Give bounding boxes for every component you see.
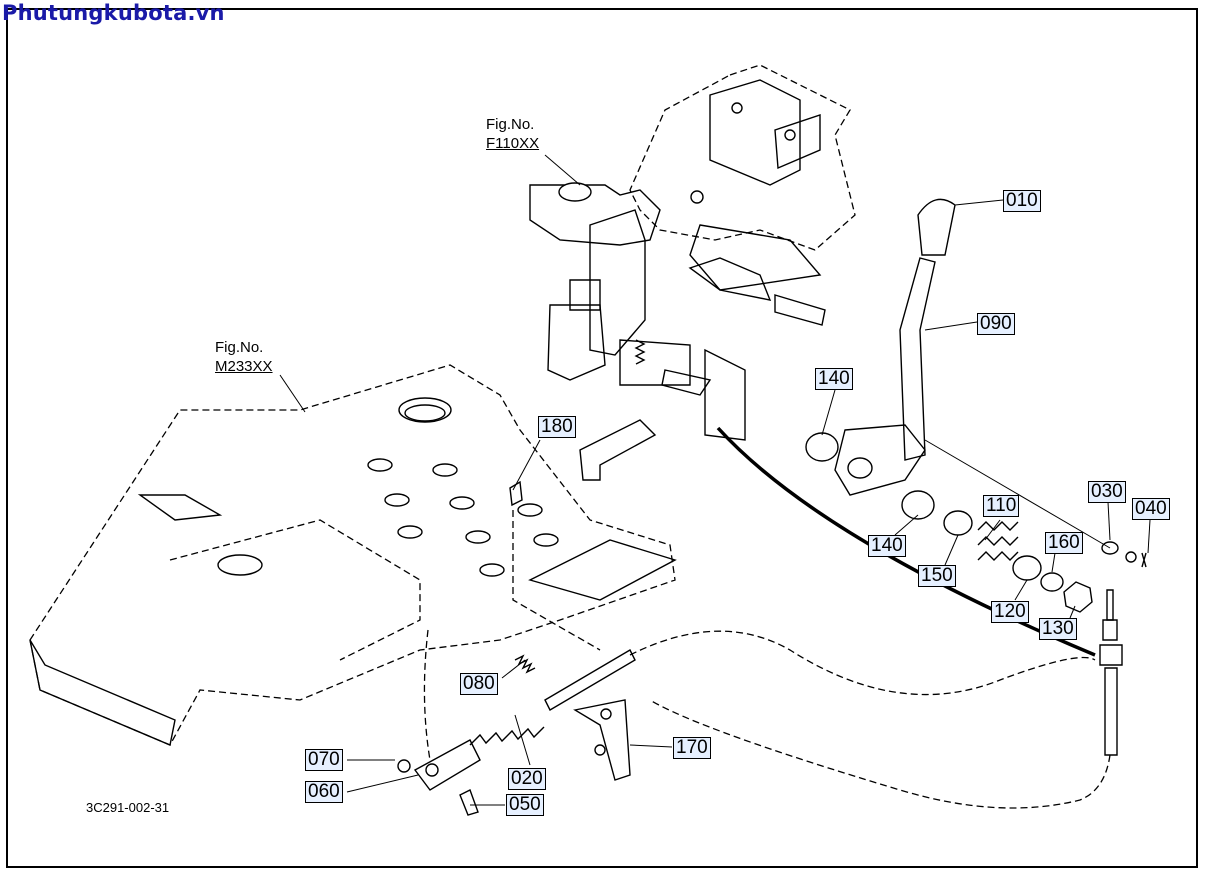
callout-050[interactable]: 050 (506, 794, 544, 816)
callout-110[interactable]: 110 (983, 495, 1020, 517)
callout-130[interactable]: 130 (1039, 618, 1077, 640)
fig-ref-number: M233XX (215, 358, 273, 375)
callout-040[interactable]: 040 (1132, 498, 1170, 520)
callout-010[interactable]: 010 (1003, 190, 1041, 212)
callout-080[interactable]: 080 (460, 673, 498, 695)
drawing-frame (6, 8, 1198, 868)
fig-ref-label: Fig.No. (486, 116, 535, 133)
callout-180[interactable]: 180 (538, 416, 576, 438)
control-cable (397, 426, 1123, 816)
callout-140-upper[interactable]: 140 (815, 368, 853, 390)
drawing-number: 3C291-002-31 (86, 800, 170, 815)
callout-150[interactable]: 150 (918, 565, 956, 587)
upper-bracket (629, 64, 856, 326)
pedal-bracket (529, 182, 746, 481)
callout-140-lower[interactable]: 140 (868, 535, 906, 557)
fig-ref-number: F110XX (486, 135, 540, 152)
callout-160[interactable]: 160 (1045, 532, 1083, 554)
callout-120[interactable]: 120 (991, 601, 1029, 623)
fig-ref-label: Fig.No. (215, 339, 264, 356)
fig-ref-f110xx: Fig.No. F110XX (486, 115, 539, 153)
floor-panel (29, 364, 677, 746)
callout-060[interactable]: 060 (305, 781, 343, 803)
hand-lever (805, 198, 1147, 613)
leader-lines (279, 154, 1151, 806)
site-watermark: Phutungkubota.vn (2, 1, 225, 25)
fig-ref-m233xx: Fig.No. M233XX (215, 338, 273, 376)
callout-020[interactable]: 020 (508, 768, 546, 790)
callout-070[interactable]: 070 (305, 749, 343, 771)
callout-170[interactable]: 170 (673, 737, 711, 759)
callout-030[interactable]: 030 (1088, 481, 1126, 503)
callout-090[interactable]: 090 (977, 313, 1015, 335)
